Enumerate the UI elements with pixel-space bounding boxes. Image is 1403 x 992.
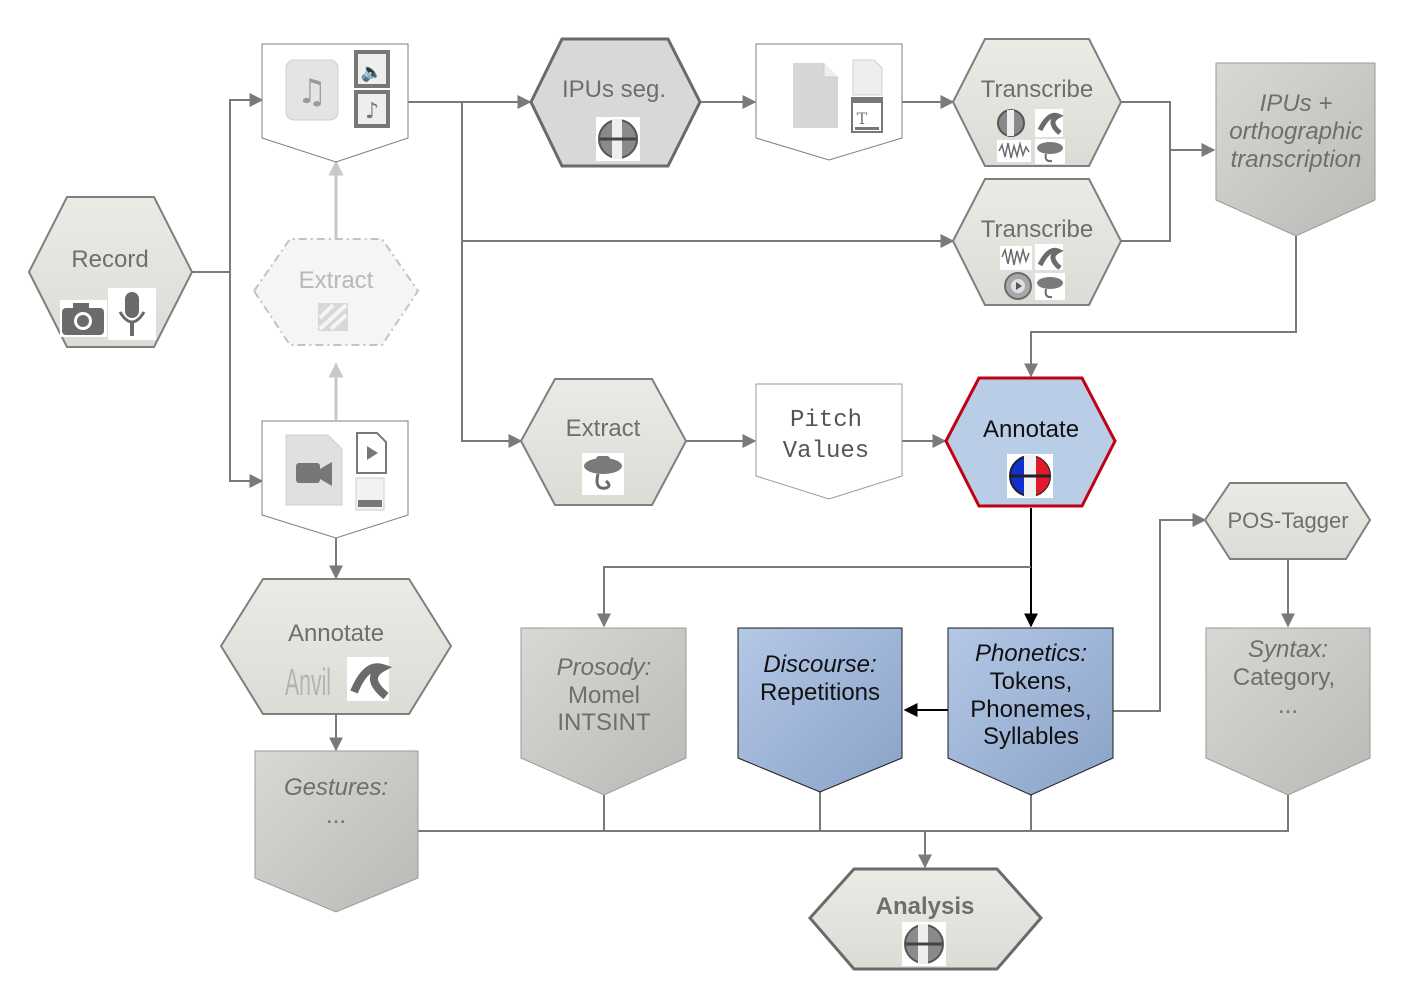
praat-icon — [1035, 273, 1065, 300]
gestures-line2: ... — [326, 802, 346, 829]
node-annotate-main[interactable]: Annotate — [944, 376, 1117, 508]
annotate-gestures-label: Annotate — [288, 620, 384, 647]
ipus-transcription-line2: orthographic — [1229, 118, 1362, 145]
ffmpeg-icon — [318, 303, 348, 331]
extract-video-label: Extract — [299, 267, 374, 294]
node-extract-pitch[interactable]: Extract — [519, 378, 688, 506]
prosody-line3: INTSINT — [557, 709, 651, 736]
document-icon — [793, 63, 838, 128]
prosody-line1: Prosody: — [557, 654, 652, 681]
sppas-logo-icon — [596, 117, 640, 161]
play-file-icon — [356, 432, 387, 474]
video-codec-icon — [355, 477, 385, 511]
node-text-files[interactable]: T — [755, 43, 903, 161]
svg-text:T: T — [857, 109, 868, 128]
elan-icon — [347, 657, 393, 701]
discourse-line1: Discourse: — [763, 651, 876, 678]
svg-text:♫: ♫ — [297, 72, 327, 112]
sppas-logo-icon — [902, 922, 946, 966]
edge-audio-extract — [461, 241, 523, 448]
edges — [192, 93, 1297, 869]
edge-analysis-bus — [418, 792, 1289, 832]
node-extract-video[interactable]: Extract — [252, 238, 420, 346]
elan-icon — [1035, 244, 1064, 270]
record-label: Record — [71, 246, 148, 273]
node-analysis[interactable]: Analysis — [808, 867, 1043, 971]
praat-waveform-icon — [997, 140, 1031, 162]
text-file-icon: T — [851, 97, 883, 133]
extract-pitch-label: Extract — [566, 415, 641, 442]
edge-record-video — [229, 272, 264, 488]
node-audio-file[interactable]: ♫ 🔈 ♪ — [261, 43, 409, 163]
analysis-label: Analysis — [876, 893, 975, 920]
blank-page-icon — [852, 59, 883, 96]
pitch-values-line2: Values — [783, 438, 869, 465]
phonetics-line2: Tokens, — [990, 668, 1073, 695]
node-syntax[interactable]: Syntax: Category, ... — [1205, 627, 1371, 796]
edge-transcribe2-merge — [1120, 143, 1216, 242]
node-video-file[interactable] — [261, 420, 409, 539]
annotate-main-label: Annotate — [983, 416, 1079, 443]
node-ipus-seg[interactable]: IPUs seg. — [529, 37, 702, 168]
discourse-line2: Repetitions — [760, 679, 880, 706]
syntax-line3: ... — [1278, 692, 1298, 719]
audio-wave-file-icon: 🔈 — [354, 50, 390, 88]
transcribe-1-label: Transcribe — [981, 76, 1093, 103]
praat-waveform-icon — [1000, 246, 1032, 270]
edge-annotate-prosody — [597, 566, 1031, 628]
edge-transcribe1-merge — [1120, 101, 1171, 150]
node-phonetics[interactable]: Phonetics: Tokens, Phonemes, Syllables — [947, 627, 1114, 796]
camera-icon — [60, 300, 107, 337]
music-file-icon: ♫ — [285, 59, 339, 121]
node-transcribe-2[interactable]: Transcribe — [951, 178, 1123, 306]
sppas-logo-icon — [997, 109, 1025, 137]
praat-icon — [582, 453, 624, 495]
edge-ipusdoc-annotate — [1024, 234, 1297, 378]
music-note-file-icon: ♪ — [354, 90, 390, 128]
node-discourse[interactable]: Discourse: Repetitions — [737, 627, 903, 793]
syntax-line1: Syntax: — [1248, 636, 1328, 663]
microphone-icon — [108, 288, 156, 340]
anvil-logo-text: Anvil — [285, 662, 331, 704]
ipus-seg-label: IPUs seg. — [562, 76, 666, 103]
edge-record-audio — [192, 93, 264, 273]
node-record[interactable]: Record — [27, 196, 194, 348]
gestures-line1: Gestures: — [284, 774, 388, 801]
node-prosody[interactable]: Prosody: Momel INTSINT — [520, 627, 687, 796]
node-annotate-gestures[interactable]: Annotate Anvil — [219, 578, 453, 715]
node-gestures[interactable]: Gestures: ... — [254, 750, 419, 913]
prosody-line2: Momel — [568, 682, 640, 709]
phonetics-line1: Phonetics: — [975, 640, 1087, 667]
pitch-values-line1: Pitch — [790, 407, 862, 434]
sppas-color-logo-icon — [1007, 454, 1053, 498]
ipus-transcription-line3: transcription — [1231, 146, 1362, 173]
node-pitch-values[interactable]: Pitch Values — [755, 383, 903, 500]
pos-tagger-label: POS-Tagger — [1227, 508, 1348, 533]
svg-text:♪: ♪ — [365, 99, 379, 124]
syntax-line2: Category, — [1233, 664, 1335, 691]
node-ipus-transcription[interactable]: IPUs + orthographic transcription — [1215, 62, 1376, 237]
edge-phonetics-pos — [1113, 513, 1207, 712]
node-pos-tagger[interactable]: POS-Tagger — [1203, 482, 1372, 560]
video-file-icon — [285, 434, 343, 506]
praat-icon — [1035, 139, 1065, 164]
node-transcribe-1[interactable]: Transcribe — [951, 38, 1123, 167]
elan-icon — [1035, 109, 1064, 137]
phonetics-line3: Phonemes, — [970, 696, 1091, 723]
audacity-icon — [1004, 272, 1032, 300]
ipus-transcription-line1: IPUs + — [1260, 90, 1333, 117]
svg-text:🔈: 🔈 — [361, 62, 383, 83]
transcribe-2-label: Transcribe — [981, 216, 1093, 243]
phonetics-line4: Syllables — [983, 723, 1079, 750]
